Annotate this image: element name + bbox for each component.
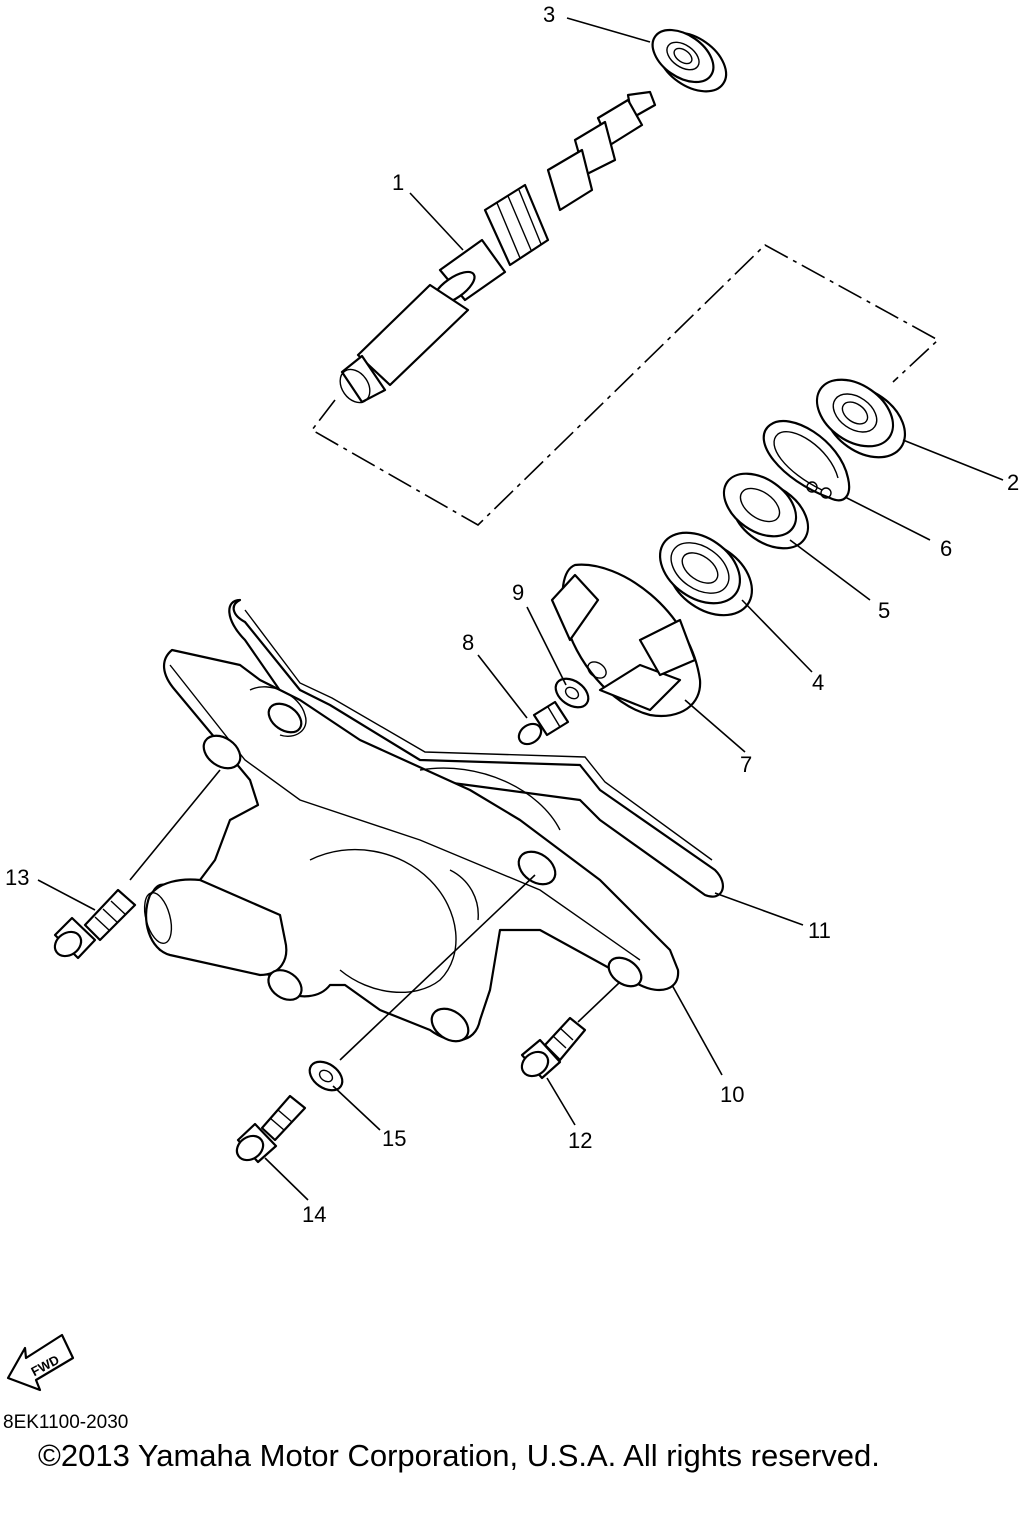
axis-line-15 (339, 874, 536, 1061)
leader-line-10 (671, 984, 723, 1076)
washer-part-15 (308, 1060, 344, 1092)
leader-line-9 (526, 606, 567, 686)
axis-line-13 (129, 769, 221, 881)
axis-line-12 (577, 981, 621, 1023)
leader-line-11 (714, 892, 804, 926)
callout-1: 1 (392, 170, 404, 195)
washer-part-9 (554, 677, 590, 709)
callout-2: 2 (1007, 470, 1019, 495)
forward-arrow-icon: FWD (6, 1333, 75, 1392)
assembly-bracket (310, 244, 940, 526)
callout-10: 10 (720, 1082, 744, 1107)
leader-line-15 (332, 1085, 381, 1131)
bolt-part-13 (53, 888, 137, 960)
leader-line-12 (546, 1077, 576, 1126)
mechanical-seal-part-4 (658, 531, 754, 617)
leader-line-5 (789, 539, 871, 601)
impeller-shaft-part-1 (339, 90, 657, 404)
callout-14: 14 (302, 1202, 326, 1227)
gasket-part-11 (228, 598, 724, 898)
bearing-part-3 (651, 28, 728, 93)
leader-line-13 (37, 879, 96, 911)
leader-line-6 (844, 496, 931, 541)
callout-15: 15 (382, 1126, 406, 1151)
diagram-code: 8EK1100-2030 (3, 1412, 128, 1433)
bolt-part-14 (235, 1094, 307, 1164)
bearing-part-2 (815, 378, 907, 459)
callout-7: 7 (740, 752, 752, 777)
callout-5: 5 (878, 598, 890, 623)
leader-line-4 (741, 599, 813, 673)
callout-13: 13 (5, 865, 29, 890)
bolt-part-12 (520, 1016, 587, 1080)
leader-line-7 (684, 699, 746, 753)
leader-line-3 (566, 17, 651, 43)
circlip-part-6 (762, 419, 851, 502)
callout-6: 6 (940, 536, 952, 561)
screw-part-8 (517, 700, 570, 746)
callout-4: 4 (812, 670, 824, 695)
callout-9: 9 (512, 580, 524, 605)
callout-3: 3 (543, 2, 555, 27)
oil-seal-part-5 (722, 472, 810, 550)
gasket-inner-edge (244, 609, 713, 861)
copyright-notice: ©2013 Yamaha Motor Corporation, U.S.A. A… (38, 1438, 880, 1473)
callout-8: 8 (462, 630, 474, 655)
leader-line-2 (902, 439, 1004, 481)
pump-housing-part-10 (143, 648, 680, 1043)
leader-line-14 (264, 1157, 309, 1201)
callout-11: 11 (808, 918, 831, 943)
callout-12: 12 (568, 1128, 592, 1153)
leader-line-8 (477, 654, 528, 719)
leader-line-1 (409, 192, 464, 251)
impeller-part-7 (550, 563, 702, 718)
